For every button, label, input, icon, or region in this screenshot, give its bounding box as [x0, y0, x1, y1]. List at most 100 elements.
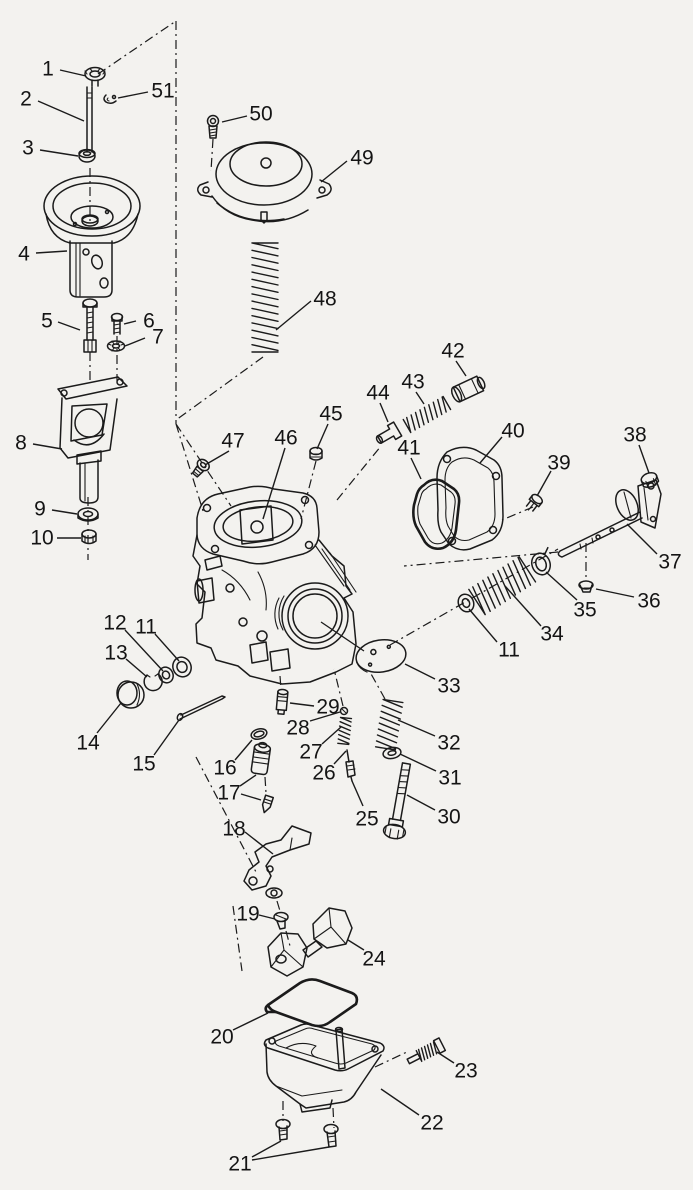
- callout-label-42: 42: [441, 340, 464, 363]
- part-32-spring: [376, 699, 403, 750]
- part-carburetor-body: [193, 486, 356, 684]
- leader-line-6: [124, 321, 136, 324]
- callout-label-30: 30: [437, 806, 460, 829]
- leader-line-50: [222, 116, 247, 122]
- leader-line-3: [40, 150, 78, 156]
- leader-line-23: [437, 1052, 454, 1063]
- callout-label-37: 37: [658, 551, 681, 574]
- leader-line-21: [252, 1141, 281, 1157]
- leader-line-21: [252, 1147, 329, 1160]
- leader-line-41: [411, 458, 421, 479]
- part-51-clip: [104, 95, 116, 103]
- part-39-screw: [524, 493, 544, 514]
- callout-label-29: 29: [316, 696, 339, 719]
- callout-label-5: 5: [41, 310, 53, 333]
- callout-label-14: 14: [76, 732, 100, 755]
- part-28-screw: [341, 708, 348, 715]
- callout-label-9: 9: [34, 498, 46, 521]
- leader-line-20: [233, 1013, 268, 1030]
- leader-line-29: [290, 703, 314, 706]
- part-2-jet-needle-rod: [87, 87, 92, 152]
- callout-label-1: 1: [42, 58, 54, 81]
- callout-label-46: 46: [274, 427, 297, 450]
- part-10-nut: [82, 530, 96, 544]
- leader-line-40: [480, 437, 502, 463]
- part-15-pin: [176, 696, 225, 721]
- callout-label-13: 13: [104, 642, 127, 665]
- part-47-screw: [190, 457, 212, 479]
- callout-label-47: 47: [221, 430, 244, 453]
- part-36-screw: [579, 581, 593, 592]
- callout-label-10: 10: [30, 527, 53, 550]
- leader-line-45: [317, 424, 328, 449]
- callout-label-48: 48: [313, 288, 336, 311]
- callout-label-50: 50: [249, 103, 272, 126]
- callout-label-3: 3: [22, 137, 34, 160]
- leader-line-43: [416, 392, 424, 404]
- callout-label-32: 32: [437, 732, 460, 755]
- leader-line-30: [407, 795, 435, 810]
- callout-label-33: 33: [437, 675, 460, 698]
- callout-label-40: 40: [501, 420, 524, 443]
- part-3-washer: [79, 150, 95, 163]
- callout-label-19: 19: [236, 903, 259, 926]
- callout-label-12: 12: [103, 612, 126, 635]
- part-42-fitting: [450, 374, 488, 403]
- part-23-drain-screw: [405, 1038, 445, 1068]
- leader-line-44: [380, 403, 388, 422]
- callout-label-15: 15: [132, 753, 155, 776]
- leader-line-7: [125, 338, 145, 346]
- callout-label-17: 17: [217, 782, 240, 805]
- leader-line-47: [205, 451, 229, 465]
- leader-line-14: [97, 703, 121, 733]
- callout-label-16: 16: [213, 757, 236, 780]
- part-7-lock-washer: [108, 341, 125, 351]
- part-31-washer: [382, 746, 402, 760]
- part-49-diaphragm-cover: [198, 142, 331, 223]
- leader-line-42: [456, 361, 466, 376]
- leader-line-11: [155, 634, 179, 661]
- callout-label-39: 39: [547, 452, 570, 475]
- part-21-bowl-screws: [276, 1120, 338, 1148]
- callout-label-45: 45: [319, 403, 342, 426]
- callout-label-8: 8: [15, 432, 27, 455]
- coil-strokes: [252, 243, 278, 352]
- callout-label-28: 28: [286, 717, 309, 740]
- leader-line-24: [348, 940, 364, 950]
- leader-line-37: [627, 524, 657, 554]
- leader-line-28: [310, 712, 340, 721]
- leader-line-5: [58, 322, 80, 330]
- part-27-spring: [338, 717, 352, 744]
- callout-label-20: 20: [210, 1026, 233, 1049]
- leader-line-2: [38, 101, 84, 121]
- callout-label-6: 6: [143, 310, 155, 333]
- leader-line-22: [381, 1089, 419, 1115]
- callout-label-44: 44: [366, 382, 390, 405]
- part-50-cover-screw: [208, 116, 219, 139]
- leader-line-12: [125, 630, 163, 671]
- parts-layer: [44, 68, 661, 1148]
- leader-line-35: [546, 572, 577, 600]
- leader-line-25: [352, 781, 363, 806]
- part-30-throttle-stop-screw: [382, 762, 417, 841]
- callout-label-41: 41: [397, 437, 420, 460]
- part-14-cap: [117, 681, 144, 708]
- leader-line-36: [596, 589, 634, 597]
- part-17-inlet-valve: [260, 795, 273, 814]
- part-5-needle-screw: [83, 299, 97, 352]
- part-1-cap-nut: [85, 68, 105, 87]
- callout-label-38: 38: [623, 424, 646, 447]
- part-43-spring: [403, 397, 450, 433]
- part-45-nut: [310, 448, 322, 461]
- callout-label-11: 11: [135, 616, 157, 639]
- leader-line-49: [321, 161, 347, 182]
- part-35-seal-ring: [528, 548, 556, 578]
- leader-line-32: [398, 720, 435, 736]
- part-26-25-pilot-screw: [346, 750, 355, 781]
- callout-label-24: 24: [362, 948, 386, 971]
- leader-line-17: [240, 775, 256, 786]
- leader-line-13: [126, 659, 147, 677]
- leader-line-46: [263, 448, 285, 519]
- part-24-floats: [268, 908, 352, 976]
